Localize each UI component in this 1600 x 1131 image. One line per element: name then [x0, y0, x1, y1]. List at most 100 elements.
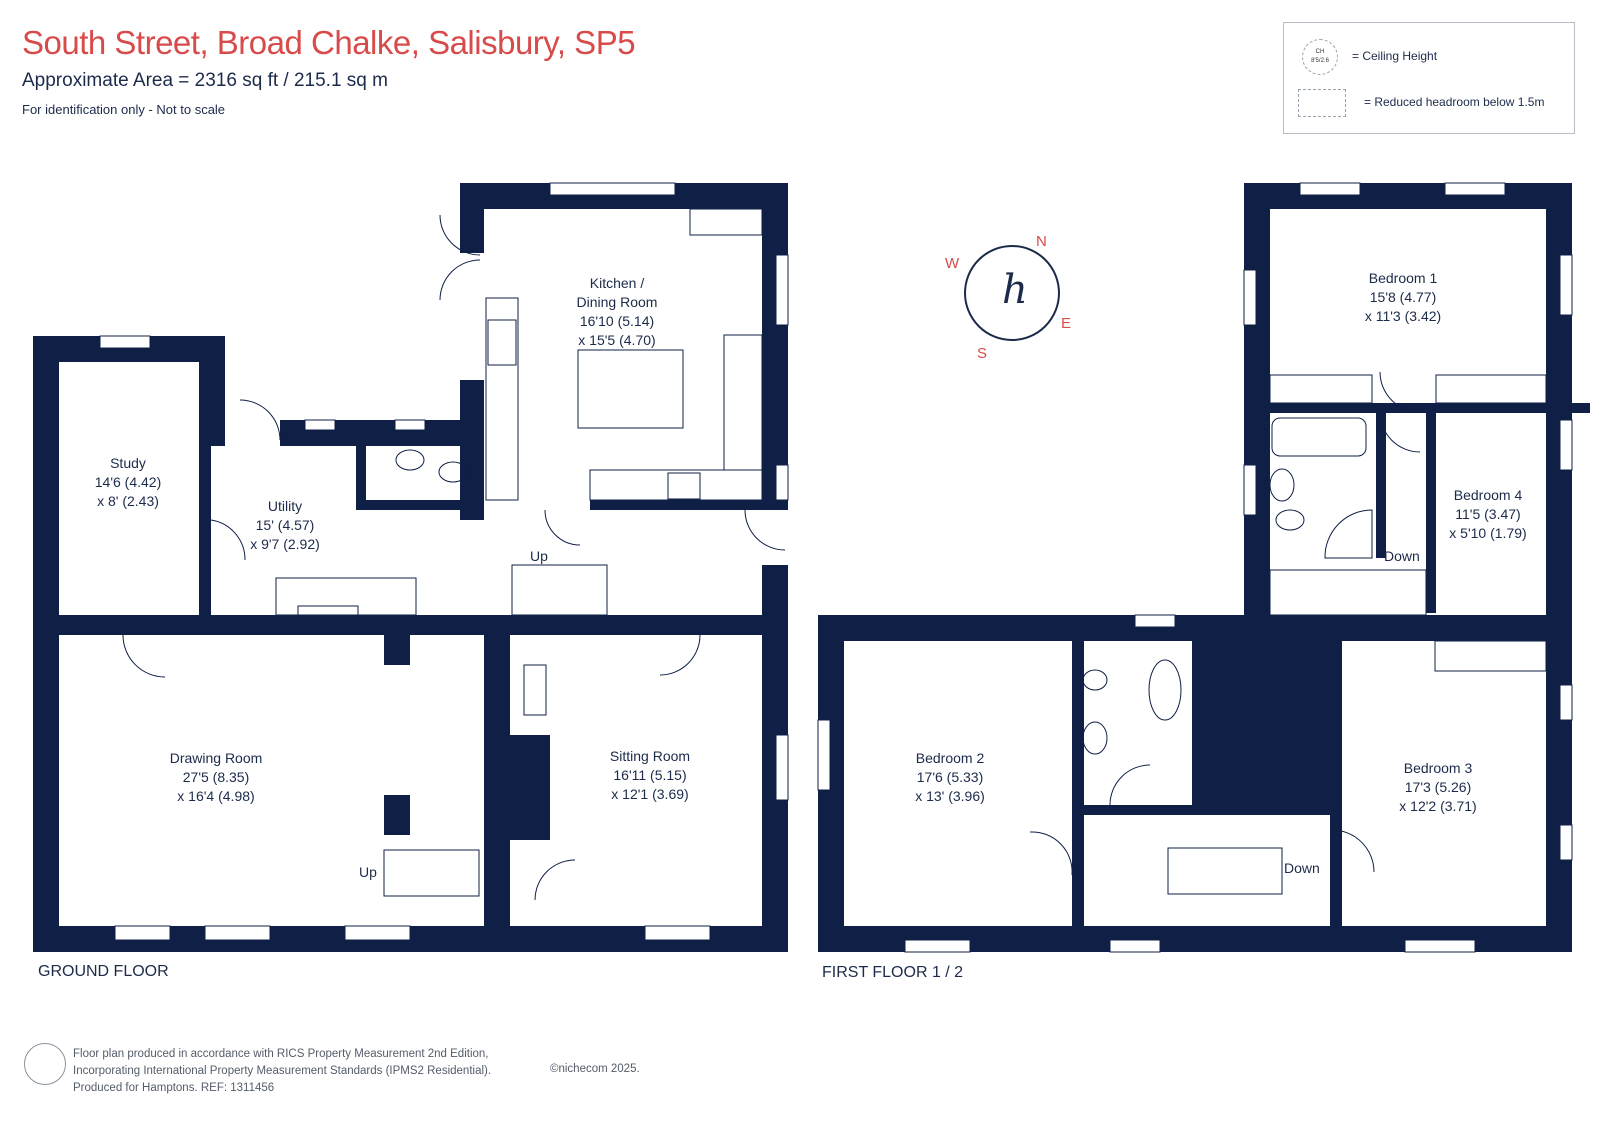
utility-dim-2: x 9'7 (2.92) [250, 536, 320, 552]
sitting-name: Sitting Room [610, 748, 690, 764]
study-name: Study [110, 455, 146, 471]
bathtub [1271, 417, 1367, 457]
drawing-dim-1: 27'5 (8.35) [183, 769, 250, 785]
reduced-headroom-icon [1298, 89, 1346, 117]
wall [356, 500, 481, 510]
ground-floor-plan [33, 182, 789, 952]
window [204, 925, 271, 941]
window [394, 419, 426, 431]
door [1029, 831, 1073, 876]
copyright: ©nichecom 2025. [550, 1063, 640, 1075]
window [817, 719, 831, 791]
door [1379, 411, 1421, 453]
study-dim-2: x 8' (2.43) [97, 493, 159, 509]
door [744, 509, 786, 551]
approximate-area: Approximate Area = 2316 sq ft / 215.1 sq… [22, 70, 388, 91]
ceiling-height-icon: CH 8'5/2.6 [1302, 39, 1338, 75]
compass-north: N [1036, 233, 1047, 250]
toilet [1082, 669, 1108, 691]
identification-note: For identification only - Not to scale [22, 102, 226, 117]
wall [484, 615, 510, 950]
door [239, 399, 281, 441]
toilet [438, 461, 468, 483]
window [1299, 182, 1361, 196]
legend-box: CH 8'5/2.6 = Ceiling Height = Reduced he… [1283, 22, 1575, 134]
bedroom4-name: Bedroom 4 [1454, 487, 1523, 503]
stairs-up-label-2: Up [530, 548, 548, 564]
window [297, 605, 359, 617]
window [344, 925, 411, 941]
window [99, 335, 151, 349]
ground-floor-label: GROUND FLOOR [38, 963, 169, 980]
drawing-dim-2: x 16'4 (4.98) [177, 788, 254, 804]
door [1331, 829, 1375, 873]
door [122, 634, 166, 678]
bedroom4-dim-1: 11'5 (3.47) [1455, 506, 1520, 522]
wall [384, 635, 410, 665]
wall [510, 735, 550, 840]
window [904, 939, 971, 953]
wardrobe [1434, 640, 1547, 672]
window [775, 734, 789, 801]
compass-ring [964, 245, 1060, 341]
wall [1426, 403, 1436, 613]
shower [1324, 509, 1373, 559]
window [304, 419, 336, 431]
stairs-first-landing [1167, 847, 1283, 895]
window [775, 254, 789, 326]
wall [33, 336, 59, 952]
wall [199, 446, 211, 616]
kitchen-dim-2: x 15'5 (4.70) [578, 332, 655, 348]
property-title: South Street, Broad Chalke, Salisbury, S… [22, 24, 636, 61]
legend-ceiling-height: = Ceiling Height [1352, 49, 1438, 63]
window [1404, 939, 1476, 953]
first-floor-label: FIRST FLOOR 1 / 2 [822, 964, 964, 981]
measurement-standard-icon [24, 1043, 66, 1085]
kitchen-counter [589, 469, 763, 501]
wall [460, 183, 484, 253]
window [1559, 419, 1573, 471]
wardrobe [1269, 374, 1373, 404]
stairs-down-label-2: Down [1284, 860, 1320, 876]
window [1444, 182, 1506, 196]
utility-name: Utility [268, 498, 302, 514]
utility-dim-1: 15' (4.57) [256, 517, 315, 533]
bedroom4-dim-2: x 5'10 (1.79) [1449, 525, 1526, 541]
door [659, 634, 701, 676]
door [439, 214, 481, 256]
wall [1330, 630, 1342, 950]
kitchen-name-1: Kitchen / [590, 275, 645, 291]
window [114, 925, 171, 941]
door [1379, 371, 1421, 413]
door [534, 859, 576, 901]
window [1559, 684, 1573, 721]
stairs-first-bedroom [1269, 569, 1427, 616]
bedroom2-dim-2: x 13' (3.96) [915, 788, 985, 804]
bedroom3-dim-1: 17'3 (5.26) [1405, 779, 1472, 795]
wall [1270, 403, 1380, 413]
bedroom1-name: Bedroom 1 [1369, 270, 1438, 286]
wall [33, 615, 788, 635]
footer-line-2: Incorporating International Property Mea… [73, 1065, 492, 1077]
window [775, 464, 789, 501]
basin [1082, 721, 1108, 755]
kitchen-name-2: Dining Room [577, 294, 658, 310]
kitchen-island [577, 349, 684, 429]
toilet [1275, 509, 1305, 531]
wardrobe [1435, 374, 1547, 404]
wall [590, 500, 788, 510]
sitting-dim-1: 16'11 (5.15) [613, 767, 686, 783]
window [1559, 254, 1573, 316]
footer-notes: Floor plan produced in accordance with R… [73, 1046, 491, 1097]
hob [667, 472, 701, 500]
wall [384, 795, 410, 835]
wall [1244, 183, 1270, 615]
bedroom1-dim-1: 15'8 (4.77) [1370, 289, 1437, 305]
sitting-dim-2: x 12'1 (3.69) [611, 786, 688, 802]
wall [1072, 630, 1084, 950]
window [1134, 614, 1176, 628]
basin [395, 449, 425, 471]
utility-counter [275, 577, 417, 616]
window [1243, 464, 1257, 516]
